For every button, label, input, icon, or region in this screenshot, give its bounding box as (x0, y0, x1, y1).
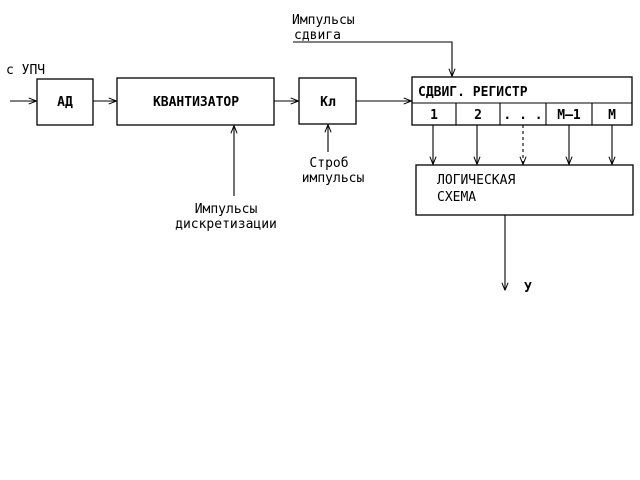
logic-circuit-block (415, 164, 634, 216)
switch-block-label: Кл (320, 95, 336, 110)
logic-circuit-label-line2: СХЕМА (437, 190, 476, 205)
logic-circuit-label-line1: ЛОГИЧЕСКАЯ (437, 173, 515, 188)
register-cell-1: 1 (430, 108, 438, 123)
shift-pulses-label-line1: Импульсы (292, 13, 355, 28)
register-cell-ellipsis: . . . (503, 108, 542, 123)
shift-pulses-label-line2: сдвига (294, 28, 341, 43)
sampling-pulses-label-line1: Импульсы (195, 202, 258, 217)
sampling-pulses-label-line2: дискретизации (175, 217, 277, 232)
register-cell-m: M (608, 108, 616, 123)
arrow-shift-pulses (293, 41, 452, 76)
strobe-pulses-label-line1: Строб (309, 156, 348, 171)
shift-register-block (411, 76, 633, 126)
switch-block (298, 77, 357, 125)
input-label-upch: с УПЧ (6, 63, 45, 78)
register-cell-2: 2 (474, 108, 482, 123)
quantizer-block-label: КВАНТИЗАТОР (153, 95, 239, 110)
ad-block (36, 78, 94, 126)
strobe-pulses-label-line2: импульсы (302, 171, 365, 186)
output-label: У (524, 281, 532, 296)
quantizer-block (116, 77, 275, 126)
register-cell-m-minus-1: M–1 (557, 108, 581, 123)
shift-register-label: СДВИГ. РЕГИСТР (418, 85, 528, 100)
ad-block-label: АД (57, 95, 73, 110)
